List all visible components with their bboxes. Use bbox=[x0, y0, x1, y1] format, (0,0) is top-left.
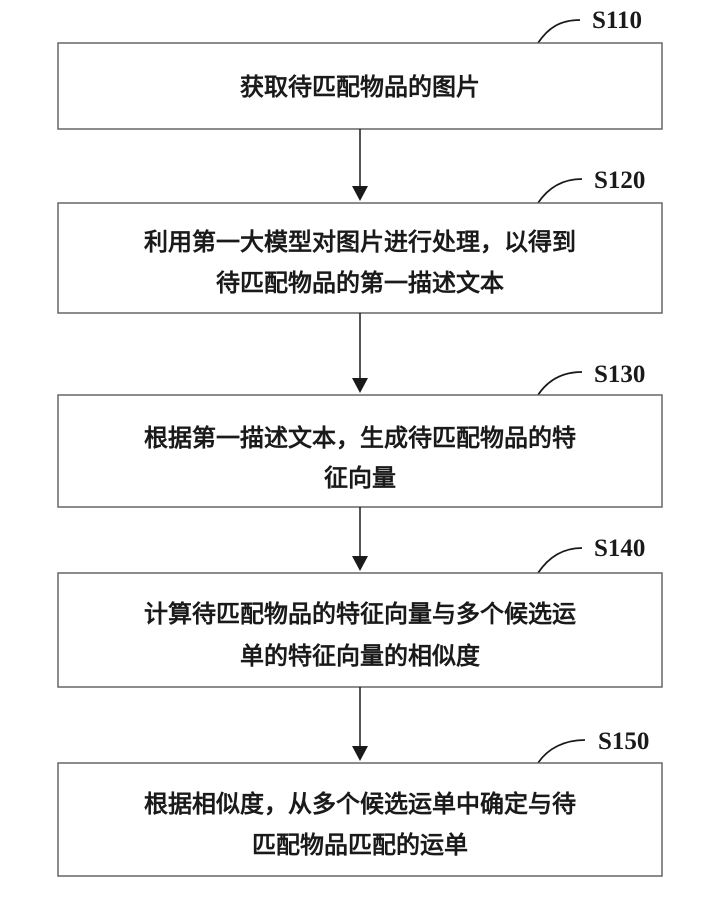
connector-s140-s150 bbox=[352, 687, 368, 761]
connector-s120-s130 bbox=[352, 313, 368, 393]
connector-s130-s140 bbox=[352, 507, 368, 571]
step-s140-id: S140 bbox=[594, 535, 645, 562]
step-s110-text-line-1: 获取待匹配物品的图片 bbox=[240, 72, 480, 101]
step-s130-id: S130 bbox=[594, 361, 645, 388]
arrowhead-down-icon bbox=[352, 746, 368, 761]
step-s150-id: S150 bbox=[598, 728, 649, 755]
step-s150-text-line-2: 匹配物品匹配的运单 bbox=[252, 830, 468, 859]
step-s140-text-line-1: 计算待匹配物品的特征向量与多个候选运 bbox=[144, 599, 576, 628]
step-s130-text-line-2: 征向量 bbox=[324, 463, 396, 492]
step-s120-text-line-1: 利用第一大模型对图片进行处理，以得到 bbox=[144, 227, 576, 256]
step-s120-leader bbox=[538, 179, 582, 203]
step-s110: S110 获取待匹配物品的图片 bbox=[58, 7, 662, 129]
step-s130-leader bbox=[538, 372, 582, 395]
step-s110-id: S110 bbox=[592, 7, 642, 34]
step-s150-box bbox=[58, 763, 662, 876]
step-s150-leader bbox=[538, 740, 585, 763]
arrowhead-down-icon bbox=[352, 186, 368, 201]
step-s110-leader bbox=[538, 20, 580, 43]
step-s150-text-line-1: 根据相似度，从多个候选运单中确定与待 bbox=[144, 789, 576, 818]
step-s120-text-line-2: 待匹配物品的第一描述文本 bbox=[216, 268, 504, 297]
step-s140-leader bbox=[538, 548, 582, 573]
step-s140-text-line-2: 单的特征向量的相似度 bbox=[240, 641, 481, 670]
arrowhead-down-icon bbox=[352, 556, 368, 571]
step-s130-text-line-1: 根据第一描述文本，生成待匹配物品的特 bbox=[144, 423, 576, 452]
step-s120-id: S120 bbox=[594, 167, 645, 194]
arrowhead-down-icon bbox=[352, 378, 368, 393]
connector-s110-s120 bbox=[352, 129, 368, 201]
